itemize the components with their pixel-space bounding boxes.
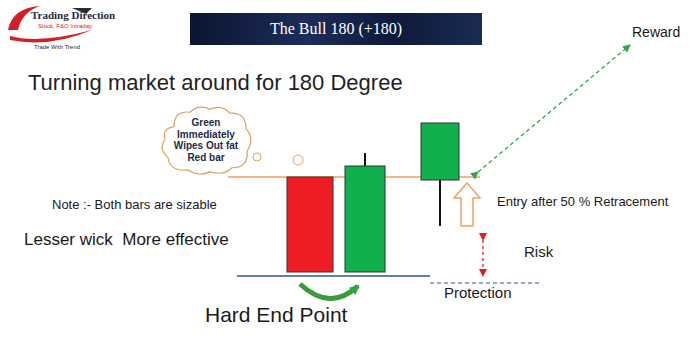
callout-cloud: Green Immediately Wipes Out fat Red bar: [156, 104, 256, 176]
reward-label: Reward: [632, 24, 680, 40]
logo-subtitle: Stock, F&O Intraday: [38, 23, 92, 30]
protection-label: Protection: [444, 284, 512, 301]
hard-end-label: Hard End Point: [205, 303, 347, 327]
logo-slogan: Trade With Trend: [34, 44, 80, 51]
logo-title: Trading Direction: [31, 9, 115, 22]
note-label: Note :- Both bars are sizable: [52, 198, 217, 213]
risk-label: Risk: [524, 243, 553, 260]
diagram-title: Turning market around for 180 Degree: [28, 70, 403, 95]
node-text: Green Immediately Wipes Out fat Red bar: [171, 117, 241, 163]
wick-note: Lesser wick More effective: [24, 230, 229, 250]
title-banner: The Bull 180 (+180): [190, 13, 482, 45]
node-text: The Bull 180 (+180): [190, 20, 482, 38]
entry-label: Entry after 50 % Retracement: [497, 195, 668, 210]
